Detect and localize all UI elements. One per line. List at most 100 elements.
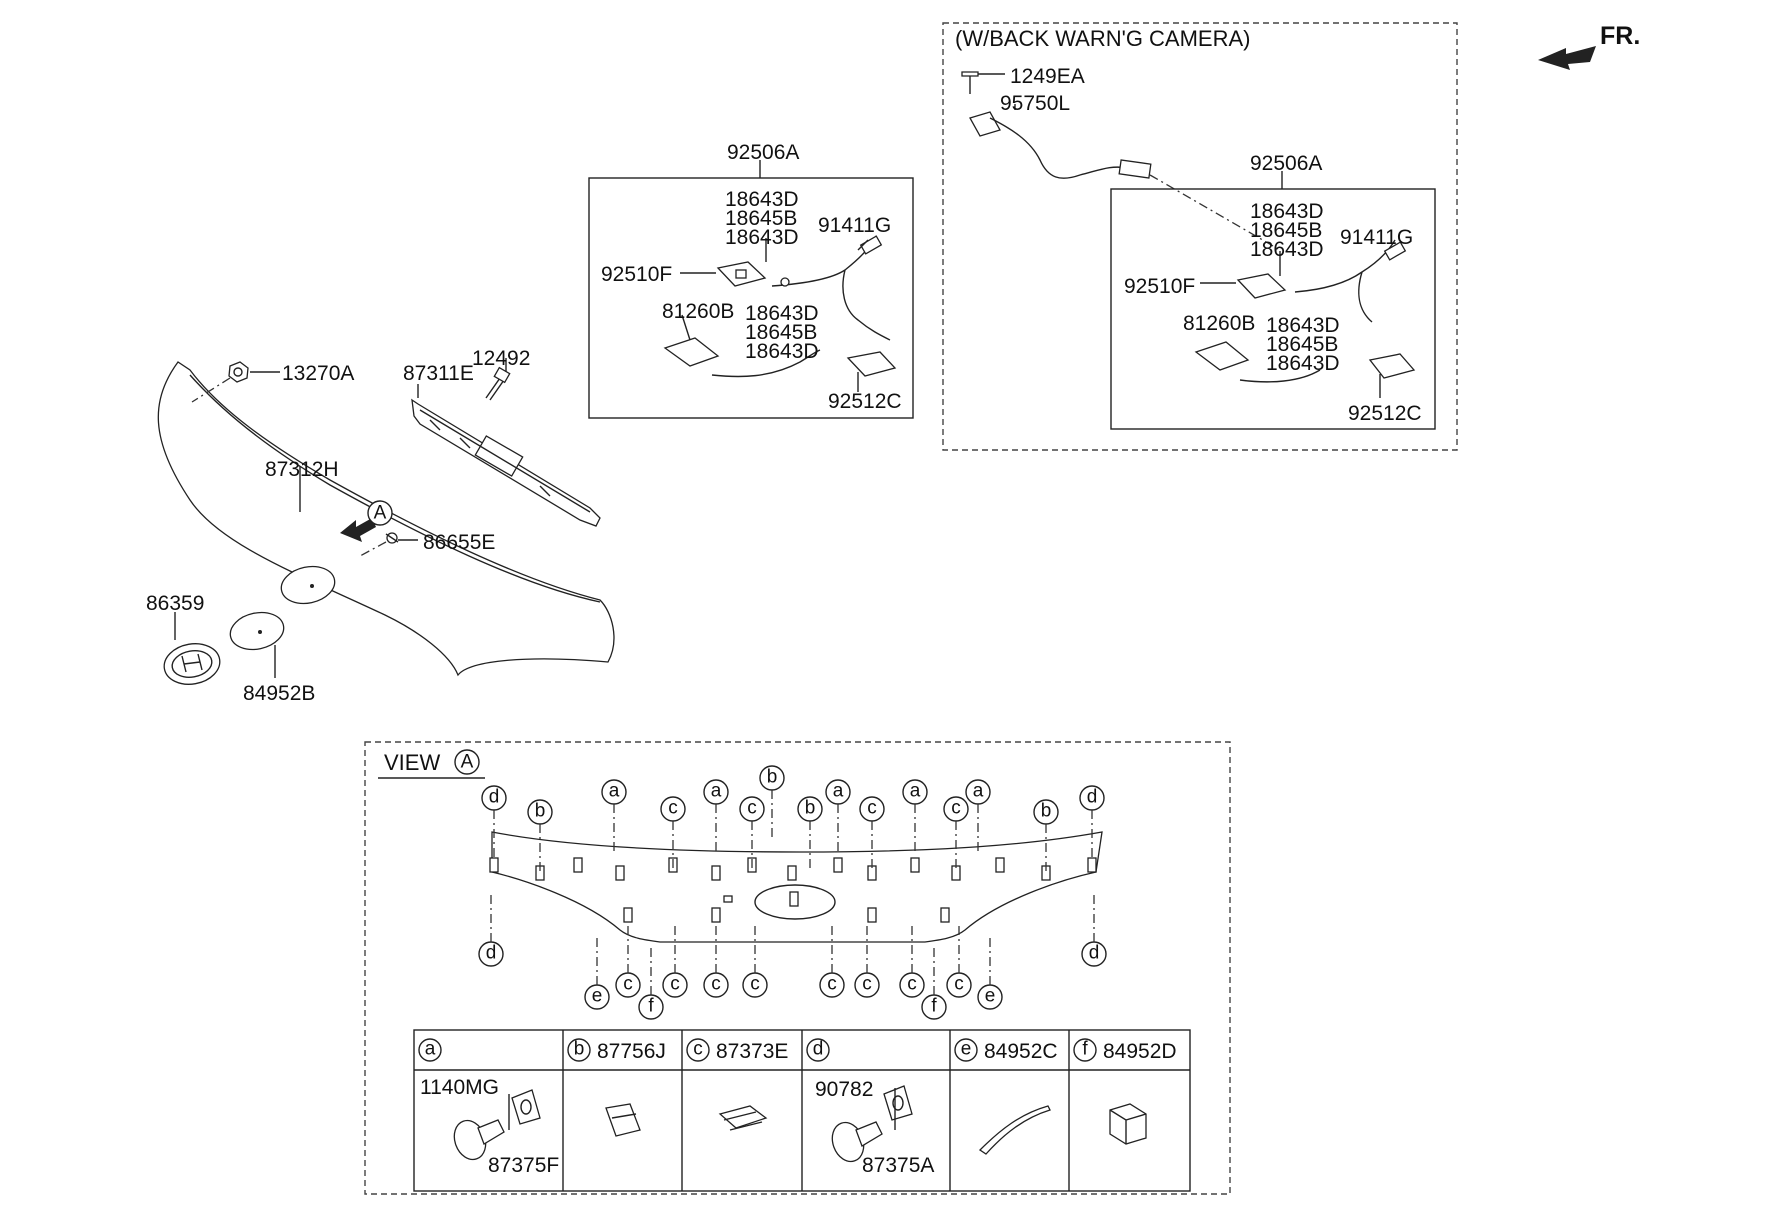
- clip-86655E-icon: [385, 532, 399, 544]
- legend-key: a: [425, 1039, 436, 1060]
- part-label-g1_18645B_b: 18645B: [745, 321, 817, 344]
- callout-bottom-letter: f: [648, 996, 654, 1017]
- nut-13270A-icon: [228, 361, 249, 383]
- callout-top-letter: a: [609, 781, 620, 802]
- callout-bottom-letter: c: [862, 974, 872, 995]
- view-ref: A: [461, 752, 474, 773]
- part-label-g2_81260B: 81260B: [1183, 312, 1255, 335]
- clip-90782-icon: [831, 1121, 883, 1163]
- clip-marks: [489, 857, 1097, 923]
- callout-bottom-e: e: [977, 937, 1003, 1010]
- part-label-g2_95750L: 95750L: [1000, 92, 1070, 115]
- part-label-g2_18643D_b: 18643D: [1250, 238, 1324, 261]
- part-label-g1_18643D_b: 18643D: [725, 226, 799, 249]
- callout-top-a: a: [902, 779, 928, 852]
- legend-table: [413, 1029, 1191, 1192]
- callout-top-a: a: [601, 779, 627, 852]
- part-label-g1_92512C: 92512C: [828, 390, 902, 413]
- callout-bottom-letter: c: [907, 974, 917, 995]
- callout-bottom-letter: c: [954, 974, 964, 995]
- callout-top-letter: a: [973, 781, 984, 802]
- part-label-g2_1249EA: 1249EA: [1010, 65, 1085, 88]
- clip-slot: [623, 907, 633, 923]
- pad-84952D-icon: [1109, 1103, 1147, 1145]
- part-label-g2_18643D_c: 18643D: [1266, 314, 1340, 337]
- callout-top-c: c: [859, 796, 885, 869]
- callout-bottom-c: c: [742, 925, 768, 998]
- legend-item-label: 1140MG: [420, 1076, 499, 1099]
- callout-top-letter: c: [867, 798, 877, 819]
- front-label: FR.: [1600, 22, 1640, 50]
- callout-top-a: a: [703, 779, 729, 852]
- legend-key: c: [693, 1039, 703, 1060]
- callout-top-letter: b: [805, 798, 816, 819]
- pad-87375A-icon: [883, 1085, 913, 1121]
- callout-bottom-letter: c: [827, 974, 837, 995]
- callout-bottom-letter: c: [750, 974, 760, 995]
- camera-95750L-part: [969, 111, 1152, 179]
- callout-bottom-f: f: [921, 947, 947, 1020]
- license-lamp-92512C: [846, 351, 897, 377]
- clip-slot: [711, 907, 721, 923]
- callout-top-letter: d: [489, 787, 500, 808]
- callout-top-letter: b: [767, 767, 778, 788]
- svg-text:A: A: [374, 503, 387, 524]
- callout-top-letter: d: [1087, 787, 1098, 808]
- view-a-box: [364, 741, 1231, 1195]
- legend-cell-b: b 87756J: [567, 1038, 666, 1063]
- legend-part-number: 84952C: [984, 1040, 1058, 1063]
- license-lamp-group-box: [588, 177, 914, 419]
- emblem-86359-icon: [163, 643, 221, 685]
- callout-top-b: b: [1033, 799, 1059, 872]
- callout-top-b: b: [527, 799, 553, 872]
- screw-1249EA-icon: [961, 71, 979, 94]
- callout-top-c: c: [660, 796, 686, 869]
- callout-bottom-c: c: [703, 925, 729, 998]
- callout-top-letter: a: [910, 781, 921, 802]
- pad-87375F-icon: [511, 1089, 541, 1125]
- callout-bottom-letter: e: [985, 986, 996, 1007]
- clip-slot: [573, 857, 583, 873]
- callout-bottom-d: d: [478, 894, 504, 967]
- part-label-g2_18643D_d: 18643D: [1266, 352, 1340, 375]
- part-label-g2_91411G: 91411G: [1340, 226, 1413, 249]
- callout-top-d: d: [481, 785, 507, 858]
- callout-bottom-letter: c: [670, 974, 680, 995]
- callout-bottom-letter: d: [486, 943, 497, 964]
- part-label-p12492: 12492: [472, 347, 530, 370]
- license-lamp-92512C-camera: [1368, 353, 1416, 379]
- part-label-p86359: 86359: [146, 592, 204, 615]
- part-label-g1_92510F: 92510F: [601, 263, 672, 286]
- strip-84952C-icon: [978, 1105, 1051, 1155]
- callout-bottom-c: c: [819, 925, 845, 998]
- part-label-p13270A: 13270A: [282, 362, 354, 385]
- retainer-87756J-icon: [605, 1103, 641, 1137]
- license-lamp-92510F-camera: [1236, 273, 1287, 299]
- view-title: VIEW: [384, 750, 440, 775]
- part-label-g1_91411G: 91411G: [818, 214, 891, 237]
- clip-slot: [489, 857, 499, 873]
- legend-part-number: 87756J: [597, 1040, 666, 1063]
- clip-87373E-icon: [718, 1105, 768, 1131]
- callout-top-b: b: [797, 796, 823, 869]
- callout-bottom-f: f: [638, 947, 664, 1020]
- clip-slot: [711, 865, 721, 881]
- part-label-g2_18643D_a: 18643D: [1250, 200, 1324, 223]
- part-label-g1_81260B: 81260B: [662, 300, 734, 323]
- clip-slot: [910, 857, 920, 873]
- clip-slot: [615, 865, 625, 881]
- legend-cell-a: a: [418, 1038, 442, 1062]
- legend-key: d: [813, 1039, 824, 1060]
- legend-key: b: [574, 1039, 585, 1060]
- camera-group-title: (W/BACK WARN'G CAMERA): [955, 26, 1251, 51]
- callout-top-c: c: [739, 796, 765, 869]
- part-label-g1_18643D_c: 18643D: [745, 302, 819, 325]
- callout-top-a: a: [965, 779, 991, 852]
- callout-bottom-e: e: [584, 937, 610, 1010]
